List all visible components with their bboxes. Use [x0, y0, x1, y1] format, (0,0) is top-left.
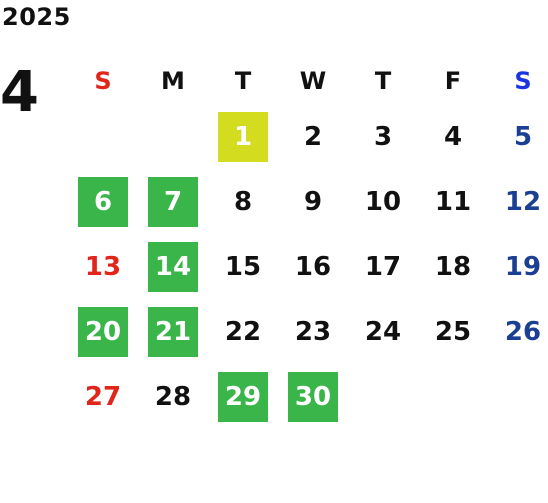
day-number: 21	[154, 316, 192, 347]
day-cell[interactable]: 16	[278, 234, 348, 299]
day-number: 20	[84, 316, 122, 347]
day-cell[interactable]: 18	[418, 234, 488, 299]
week-row: 6 7 8 9 10 11 12	[68, 169, 548, 234]
day-number: 5	[513, 121, 533, 152]
weekday-header-thursday: T	[374, 67, 392, 95]
day-number: 25	[434, 316, 472, 347]
empty-day-cell	[138, 104, 208, 169]
day-cell[interactable]: 22	[208, 299, 278, 364]
day-number: 30	[294, 381, 332, 412]
week-row: 27 28 29 30	[68, 364, 548, 429]
day-cell[interactable]: 30	[288, 371, 338, 422]
day-number: 19	[504, 251, 542, 282]
year-label: 2025	[2, 3, 71, 31]
day-number: 6	[93, 186, 113, 217]
weekday-header-saturday: S	[514, 67, 532, 95]
day-cell[interactable]: 25	[418, 299, 488, 364]
week-row: 13 14 15 16 17 18 19	[68, 234, 548, 299]
day-number: 11	[434, 186, 472, 217]
day-number: 15	[224, 251, 262, 282]
day-cell[interactable]: 10	[348, 169, 418, 234]
day-cell[interactable]: 29	[218, 371, 268, 422]
day-number: 8	[233, 186, 253, 217]
day-cell[interactable]: 24	[348, 299, 418, 364]
weekday-header-monday: M	[161, 67, 185, 95]
day-number: 2	[303, 121, 323, 152]
day-cell[interactable]: 21	[148, 306, 198, 357]
weekday-header-tuesday: T	[234, 67, 252, 95]
day-number: 24	[364, 316, 402, 347]
day-cell[interactable]: 7	[148, 176, 198, 227]
day-cell[interactable]: 11	[418, 169, 488, 234]
day-number: 1	[233, 121, 253, 152]
day-cell[interactable]: 13	[68, 234, 138, 299]
day-cell[interactable]: 15	[208, 234, 278, 299]
day-number: 29	[224, 381, 262, 412]
day-cell[interactable]: 8	[208, 169, 278, 234]
weekday-header-row: S M T W T F S	[68, 58, 548, 104]
day-number: 17	[364, 251, 402, 282]
day-cell[interactable]: 26	[488, 299, 548, 364]
day-cell[interactable]: 5	[488, 104, 548, 169]
day-number: 10	[364, 186, 402, 217]
day-number: 28	[154, 381, 192, 412]
day-cell[interactable]: 17	[348, 234, 418, 299]
day-number: 7	[163, 186, 183, 217]
day-cell[interactable]: 12	[488, 169, 548, 234]
empty-day-cell	[68, 104, 138, 169]
empty-day-cell	[418, 364, 488, 429]
week-row: 1 2 3 4 5	[68, 104, 548, 169]
day-number: 18	[434, 251, 472, 282]
day-cell[interactable]: 14	[148, 241, 198, 292]
weekday-header-wednesday: W	[299, 67, 327, 95]
day-cell[interactable]: 23	[278, 299, 348, 364]
weekday-header-friday: F	[444, 67, 462, 95]
day-cell[interactable]: 19	[488, 234, 548, 299]
day-cell[interactable]: 3	[348, 104, 418, 169]
day-number: 23	[294, 316, 332, 347]
month-number: 4	[0, 60, 39, 125]
weekday-header-sunday: S	[94, 67, 112, 95]
day-number: 9	[303, 186, 323, 217]
day-number: 26	[504, 316, 542, 347]
day-number: 27	[84, 381, 122, 412]
day-cell[interactable]: 27	[68, 364, 138, 429]
day-number: 22	[224, 316, 262, 347]
day-number: 4	[443, 121, 463, 152]
day-number: 16	[294, 251, 332, 282]
day-number: 3	[373, 121, 393, 152]
day-number: 14	[154, 251, 192, 282]
empty-day-cell	[488, 364, 548, 429]
week-row: 20 21 22 23 24 25 26	[68, 299, 548, 364]
day-cell[interactable]: 6	[78, 176, 128, 227]
day-cell[interactable]: 28	[138, 364, 208, 429]
day-cell[interactable]: 9	[278, 169, 348, 234]
day-cell[interactable]: 1	[218, 111, 268, 162]
day-number: 13	[84, 251, 122, 282]
day-cell[interactable]: 4	[418, 104, 488, 169]
day-cell[interactable]: 2	[278, 104, 348, 169]
day-number: 12	[504, 186, 542, 217]
day-cell[interactable]: 20	[78, 306, 128, 357]
empty-day-cell	[348, 364, 418, 429]
